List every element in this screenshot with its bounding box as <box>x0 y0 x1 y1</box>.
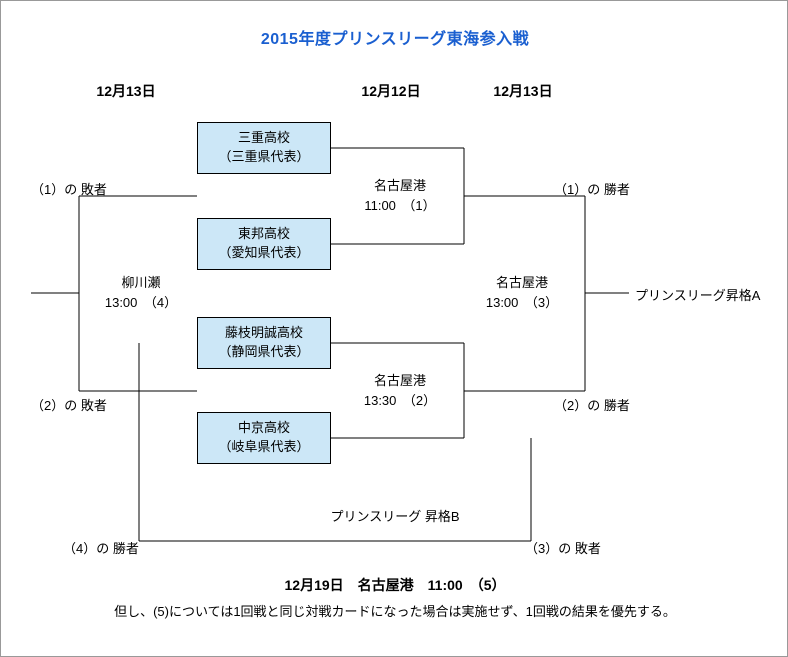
match-label-3: 名古屋港 13:00 （3） <box>458 273 586 312</box>
team-name: 東邦高校 <box>237 226 290 241</box>
team-name: 中京高校 <box>237 420 290 435</box>
label-loser-of-2: （2）の 敗者 <box>31 398 107 413</box>
match-time: 13:00 （3） <box>485 294 559 310</box>
label-winner-of-1: （1）の 勝者 <box>554 182 630 197</box>
label-loser-of-1: （1）の 敗者 <box>31 182 107 197</box>
match-time: 11:00 （1） <box>364 197 436 213</box>
label-winner-of-4: （4）の 勝者 <box>63 541 139 556</box>
label-promotion-a: プリンスリーグ昇格A <box>635 288 761 303</box>
team-box-mie: 三重高校 （三重県代表） <box>197 122 331 174</box>
label-winner-of-2: （2）の 勝者 <box>554 398 630 413</box>
team-prefecture: （三重県代表） <box>218 148 310 164</box>
match-venue: 名古屋港 <box>373 373 426 388</box>
match-label-2: 名古屋港 13:30 （2） <box>336 371 464 410</box>
page-title: 2015年度プリンスリーグ東海参入戦 <box>260 31 530 48</box>
match-label-1: 名古屋港 11:00 （1） <box>336 176 464 215</box>
team-name: 三重高校 <box>237 130 290 145</box>
label-promotion-b: プリンスリーグ 昇格B <box>330 509 460 524</box>
team-box-chukyo: 中京高校 （岐阜県代表） <box>197 412 331 464</box>
team-box-fujieda-meisei: 藤枝明誠高校 （静岡県代表） <box>197 317 331 369</box>
team-box-toho: 東邦高校 （愛知県代表） <box>197 218 331 270</box>
team-prefecture: （岐阜県代表） <box>218 438 310 454</box>
match-venue: 名古屋港 <box>495 275 548 290</box>
match-venue: 名古屋港 <box>373 178 426 193</box>
label-loser-of-3: （3）の 敗者 <box>525 541 601 556</box>
team-name: 藤枝明誠高校 <box>224 325 303 340</box>
team-prefecture: （静岡県代表） <box>218 343 310 359</box>
team-prefecture: （愛知県代表） <box>218 244 310 260</box>
date-header-right: 12月13日 <box>493 83 553 99</box>
footnote-sub: 但し、(5)については1回戦と同じ対戦カードになった場合は実施せず、1回戦の結果… <box>114 604 676 619</box>
footnote-main: 12月19日 名古屋港 11:00 （5） <box>284 577 506 593</box>
match-time: 13:00 （4） <box>104 294 178 310</box>
match-label-4: 柳川瀬 13:00 （4） <box>81 273 201 312</box>
date-header-left: 12月13日 <box>96 83 156 99</box>
match-venue: 柳川瀬 <box>121 275 161 290</box>
match-time: 13:30 （2） <box>363 392 437 408</box>
date-header-center: 12月12日 <box>361 83 421 99</box>
